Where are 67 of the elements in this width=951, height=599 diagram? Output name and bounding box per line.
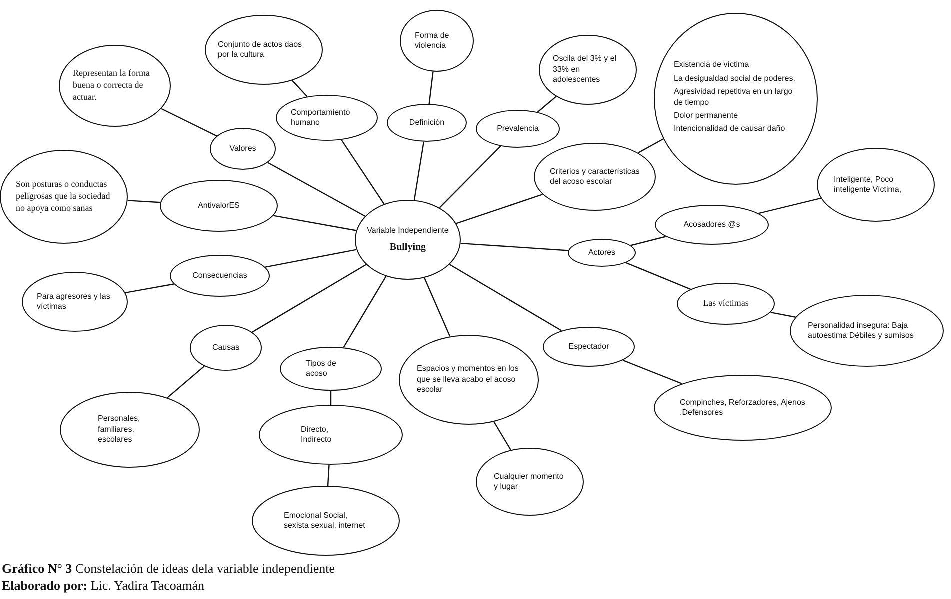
connector-line	[537, 96, 557, 113]
node-text: Para agresores y las víctimas	[37, 292, 112, 312]
node-text: Espectador	[568, 342, 610, 352]
node-text: Criterios y características del acoso escolar	[550, 166, 640, 188]
node-text: La desigualdad social de poderes.	[674, 74, 796, 84]
node-text: Las víctimas	[703, 298, 749, 310]
node-text: Directo, Indirecto	[301, 424, 333, 446]
node-text: Personales, familiares, escolares	[98, 414, 142, 446]
node-text: Inteligente, Poco inteligente Víctima,	[834, 174, 903, 196]
ellipse-node	[568, 239, 636, 267]
connector-line	[161, 108, 218, 137]
connector-line	[252, 264, 367, 333]
connector-line	[460, 242, 568, 252]
connector-line	[449, 264, 562, 332]
connector-line	[327, 464, 330, 486]
connector-line	[128, 200, 161, 204]
ellipse-node	[210, 128, 276, 170]
connector-line	[125, 284, 174, 294]
node-text: Valores	[230, 144, 256, 154]
node-text: Compinches, Reforzadores, Ajenos .Defensores	[680, 398, 806, 418]
connector-line	[424, 278, 451, 337]
connector-line	[292, 80, 308, 98]
author-credit: Elaborado por: Lic. Yadira Tacoamán	[2, 578, 204, 594]
connector-line	[167, 366, 205, 398]
connector-line	[428, 72, 434, 104]
node-text: Actores	[588, 248, 616, 258]
node-text: Son posturas o conductas peligrosas que la sociedad no apoya como sanas	[16, 179, 112, 215]
node-text: Bullying	[388, 240, 428, 254]
node-text: AntivalorES	[198, 200, 240, 212]
connector-line	[630, 236, 666, 246]
connector-line	[758, 198, 822, 214]
node-text: Acosadores @s	[684, 220, 740, 230]
figure-caption: Gráfico N° 3 Constelación de ideas dela variable independiente	[2, 561, 335, 577]
connector-line	[274, 215, 357, 232]
connector-line	[439, 146, 502, 208]
node-text: Conjunto de actos daos por la cultura	[218, 40, 304, 60]
node-text: Personalidad insegura: Baja autoestima Débiles y sumisos	[808, 320, 915, 342]
node-text: Representan la forma buena o correcta de actuar.	[73, 68, 151, 104]
node-text: Emocional Social, sexista sexual, internet	[284, 510, 366, 532]
connector-line	[341, 140, 385, 205]
node-text: Intencionalidad de causar daño	[674, 124, 786, 135]
node-text: Definición	[409, 118, 445, 128]
node-text: Causas	[212, 342, 240, 354]
node-text: Cualquier momento y lugar	[494, 472, 565, 492]
node-text: Variable Independiente	[367, 226, 449, 237]
connector-line	[456, 194, 543, 224]
node-text: Comportamiento humano	[291, 108, 352, 128]
ellipse-node	[190, 325, 262, 371]
connector-line	[330, 391, 332, 405]
node-text: Consecuencias	[192, 270, 248, 282]
node-text: Forma de violencia	[415, 30, 450, 52]
node-text: Existencia de víctima	[674, 60, 750, 71]
connector-line	[414, 142, 425, 200]
connector-line	[343, 276, 387, 348]
connector-line	[638, 138, 664, 154]
node-text: Espacios y momentos en los que se lleva acabo el acoso escolar	[417, 364, 520, 396]
connector-line	[622, 360, 682, 384]
connector-line	[626, 262, 691, 290]
node-text: Prevalencia	[497, 124, 539, 134]
connector-line	[494, 422, 512, 450]
node-text: Tipos de acoso	[306, 358, 338, 380]
node-text: Agresividad repetitiva en un largo de tiempo	[674, 87, 794, 108]
node-text: Oscila del 3% y el 33% en adolescentes	[553, 54, 618, 86]
connector-line	[265, 249, 357, 268]
connector-line	[770, 312, 796, 318]
node-text: Dolor permanente	[674, 110, 740, 122]
connector-line	[268, 162, 366, 217]
